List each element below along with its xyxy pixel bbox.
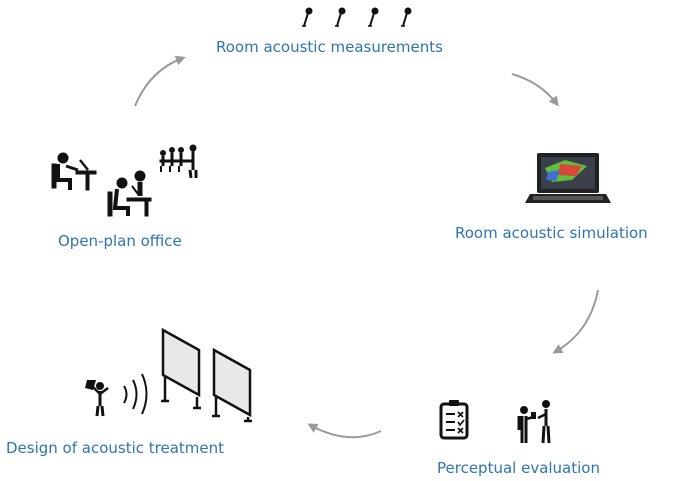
stage-label-evaluation: Perceptual evaluation [437, 459, 600, 477]
clipboard-listener-icon [439, 400, 551, 444]
speaker-screens-icon [85, 327, 252, 423]
office-workers-icon [51, 144, 198, 217]
microphones-icon [302, 7, 412, 27]
laptop-simulation-icon [525, 153, 611, 203]
arrow-measurements-to-simulation [511, 73, 559, 107]
arrow-evaluation-to-treatment [307, 423, 382, 439]
stage-label-simulation: Room acoustic simulation [455, 224, 648, 242]
stage-label-office: Open-plan office [58, 232, 182, 250]
stage-label-treatment: Design of acoustic treatment [6, 439, 225, 457]
arrow-office-to-measurements [134, 55, 186, 107]
cycle-arrows [134, 55, 599, 439]
arrow-simulation-to-evaluation [552, 289, 599, 354]
stage-label-measurements: Room acoustic measurements [216, 38, 443, 56]
